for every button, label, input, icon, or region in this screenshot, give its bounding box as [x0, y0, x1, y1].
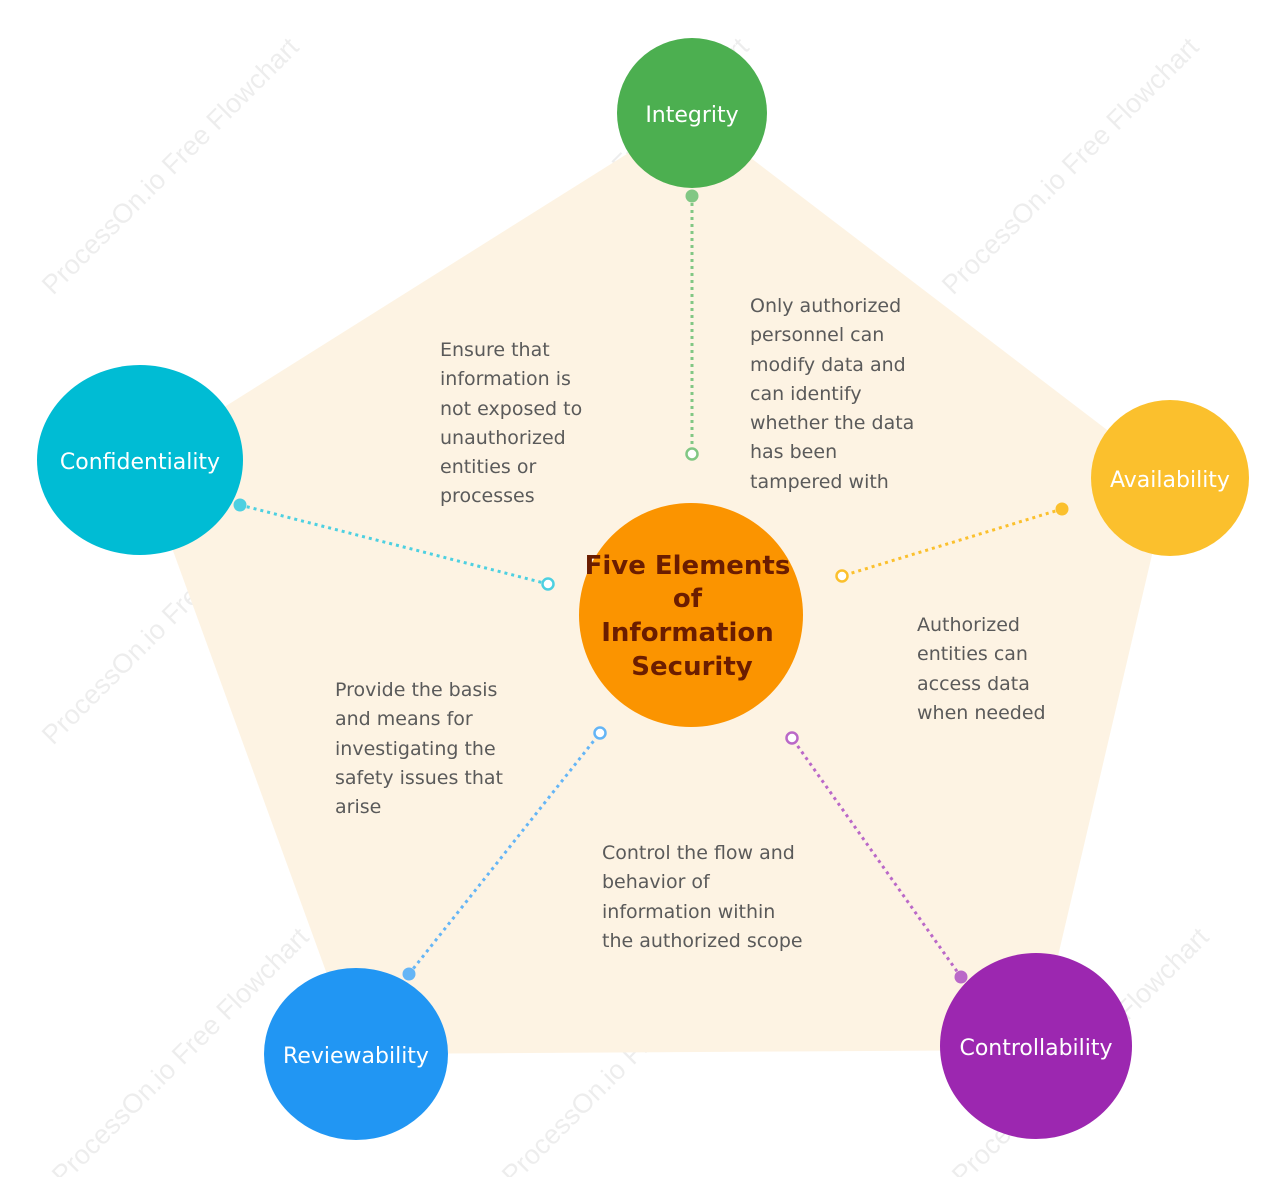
description-integrity: Only authorized personnel can modify dat…: [750, 295, 915, 493]
connector-ring-reviewability: [593, 726, 607, 740]
node-integrity: Integrity: [617, 38, 767, 188]
description-confidentiality: Ensure that information is not exposed t…: [440, 339, 583, 508]
connector-confidentiality: [233, 498, 555, 591]
center-node: Five Elements of Information Security: [579, 503, 803, 727]
center-label-line: Information: [601, 618, 774, 648]
node-label-confidentiality: Confidentiality: [60, 450, 220, 475]
description-availability: Authorized entities can access data when…: [917, 614, 1046, 724]
connector-ring-integrity: [685, 447, 699, 461]
connector-availability: [835, 502, 1069, 583]
node-confidentiality: Confidentiality: [37, 365, 243, 555]
center-label-line: of: [673, 584, 703, 614]
description-controllability: Control the flow and behavior of informa…: [602, 842, 803, 952]
connector-ring-confidentiality: [541, 577, 555, 591]
node-label-reviewability: Reviewability: [283, 1044, 429, 1069]
connector-dot-integrity: [685, 189, 699, 203]
node-label-controllability: Controllability: [959, 1036, 1112, 1061]
node-reviewability: Reviewability: [264, 968, 448, 1140]
connector-ring-availability: [835, 569, 849, 583]
connector-dot-controllability: [954, 970, 968, 984]
connector-ring-controllability: [785, 731, 799, 745]
center-label: Five Elements of Information Security: [585, 551, 800, 682]
connector-dot-confidentiality: [233, 498, 247, 512]
connector-integrity: [685, 189, 699, 461]
connector-reviewability: [402, 726, 607, 981]
center-label-line: Five Elements: [585, 551, 791, 581]
node-availability: Availability: [1091, 400, 1249, 556]
connector-controllability: [785, 731, 968, 984]
description-reviewability: Provide the basis and means for investig…: [335, 679, 503, 819]
node-controllability: Controllability: [940, 953, 1132, 1139]
node-label-integrity: Integrity: [645, 103, 738, 128]
connector-dot-reviewability: [402, 967, 416, 981]
connector-dot-availability: [1055, 502, 1069, 516]
node-label-availability: Availability: [1110, 468, 1230, 493]
center-label-line: Security: [631, 652, 752, 682]
